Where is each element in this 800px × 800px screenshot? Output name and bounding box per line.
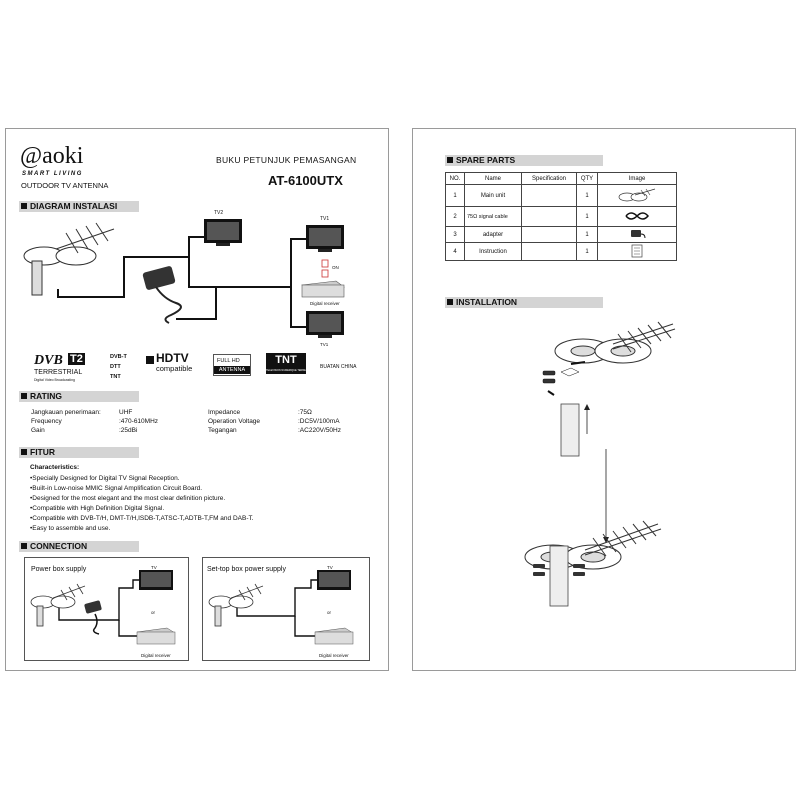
label-on: ON	[332, 265, 339, 270]
made-in-label: BUATAN CHINA	[320, 364, 357, 370]
fullhd-antenna-logo: FULL HD ANTENNA	[213, 354, 251, 376]
product-type: OUTDOOR TV ANTENNA	[21, 181, 109, 190]
tv1-illustration	[306, 225, 344, 252]
label-tv2: TV2	[214, 210, 224, 216]
table-row: 2 75Ω signal cable 1	[445, 206, 677, 227]
section-connection: CONNECTION	[19, 541, 139, 552]
installation-illustration	[524, 321, 676, 607]
table-row: 1 Main unit 1	[445, 184, 677, 207]
characteristics-title: Characteristics:	[30, 464, 80, 471]
connection-power-box: Power box supply TV or Digital receiver	[24, 557, 189, 661]
section-installation: INSTALLATION	[445, 297, 603, 308]
spare-parts-table: NO. Name Specification QTY Image 1 Main …	[445, 172, 677, 261]
table-row: 4 Instruction 1	[445, 242, 677, 261]
table-row: 3 adapter 1	[445, 226, 677, 243]
tv2-illustration	[204, 219, 242, 246]
section-spare-parts: SPARE PARTS	[445, 155, 603, 166]
manual-page-left: @aoki SMART LIVING OUTDOOR TV ANTENNA BU…	[5, 128, 389, 671]
label-tv-bottom: TV1	[320, 342, 329, 347]
label-tv1: TV1	[320, 216, 330, 222]
brand-tagline: SMART LIVING	[22, 171, 83, 177]
model-number: AT-6100UTX	[268, 173, 343, 188]
digital-receiver-illustration	[301, 259, 345, 298]
section-rating: RATING	[19, 391, 139, 402]
manual-icon	[631, 244, 643, 257]
list-item: •Easy to assemble and use.	[30, 525, 111, 532]
adapter-illustration	[142, 266, 182, 324]
antenna-illustration	[23, 222, 115, 296]
manual-page-right: SPARE PARTS NO. Name Specification QTY I…	[412, 128, 796, 671]
connection-settop-box: Set-top box power supply TV or Digital r…	[202, 557, 370, 661]
antenna-icon	[618, 188, 656, 201]
cable-icon	[625, 211, 649, 220]
list-item: •Compatible with DVB-T/H, DMT-T/H,ISDB-T…	[30, 515, 254, 522]
list-item: •Compatible with High Definition Digital…	[30, 505, 165, 512]
brand-logo: @aoki	[20, 143, 84, 169]
mast-pole	[560, 403, 580, 457]
table-header-row: NO. Name Specification QTY Image	[445, 172, 677, 185]
section-diagram-instalasi: DIAGRAM INSTALASI	[19, 201, 139, 212]
manual-title: BUKU PETUNJUK PEMASANGAN	[216, 155, 357, 165]
bracket-parts	[542, 361, 586, 396]
tv-bottom-illustration	[306, 311, 344, 338]
installation-diagram	[23, 219, 345, 338]
list-item: •Specially Designed for Digital TV Signa…	[30, 475, 180, 482]
label-digital-receiver: Digital receiver	[310, 301, 340, 306]
list-item: •Designed for the most elegant and the m…	[30, 495, 226, 502]
list-item: •Built-in Low-noise MMIC Signal Amplific…	[30, 485, 203, 492]
section-fitur: FITUR	[19, 447, 139, 458]
adapter-icon	[631, 229, 646, 238]
